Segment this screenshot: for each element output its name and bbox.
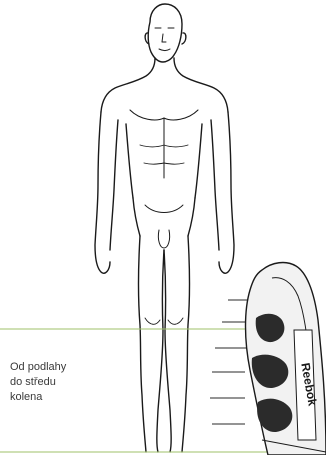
caption-line-1: Od podlahy [10, 360, 100, 375]
measurement-caption: Od podlahy do středu kolena [10, 360, 100, 405]
shin-guard-icon: Reebok [246, 263, 326, 455]
caption-line-3: kolena [10, 390, 100, 405]
caption-line-2: do středu [10, 375, 100, 390]
human-figure-icon [95, 4, 234, 452]
